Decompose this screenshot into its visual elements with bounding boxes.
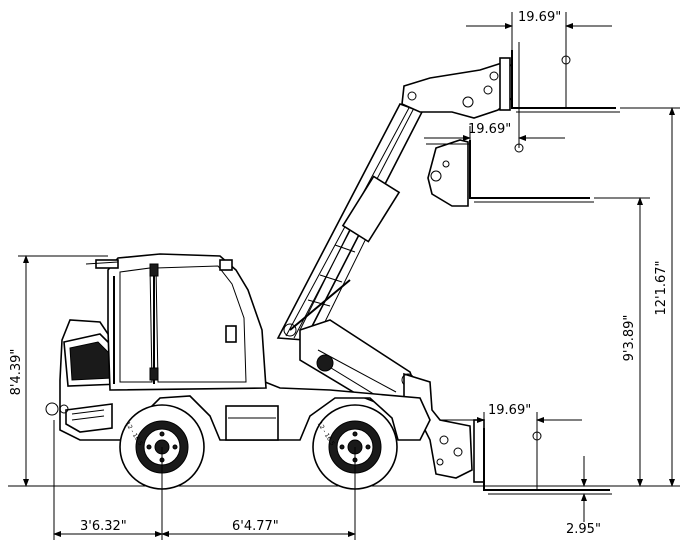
forks: [469, 50, 620, 495]
telehandler-machine: 12 - 16.5 12 - 16.5: [45, 57, 513, 490]
boom: [276, 57, 513, 341]
dim-fork-drop: 2.95": [566, 456, 601, 537]
wheelbase-label: 6'4.77": [232, 519, 279, 534]
overall-height-label: 8'4.39": [9, 349, 24, 396]
top-fork: [511, 50, 616, 109]
dim-front-overhang: 3'6.32": [53, 420, 163, 540]
mid-fork-length: 19.69": [468, 122, 511, 137]
dim-overall-height: 8'4.39": [9, 255, 108, 487]
dim-lift-mid: 9'3.89": [594, 197, 650, 487]
lift-height-mid-label: 9'3.89": [622, 315, 637, 362]
cab: [85, 253, 267, 391]
low-fork: [483, 428, 610, 491]
top-fork-length: 19.69": [518, 10, 561, 25]
dim-lift-max: 12'1.67": [620, 107, 680, 487]
mid-fork-carriage: [426, 139, 470, 207]
dim-top-fork: 19.69": [466, 10, 612, 50]
lift-linkage: [283, 279, 421, 413]
dim-low-fork: 19.69": [440, 403, 582, 428]
front-overhang-label: 3'6.32": [80, 519, 127, 534]
fork-drop-label: 2.95": [566, 522, 601, 537]
low-fork-length: 19.69": [488, 403, 531, 418]
dim-wheelbase: 6'4.77": [161, 447, 356, 540]
lift-height-max-label: 12'1.67": [654, 260, 669, 315]
mid-fork: [469, 140, 590, 199]
dim-mid-fork: 19.69": [424, 122, 565, 141]
load-center-marks: [514, 30, 571, 490]
